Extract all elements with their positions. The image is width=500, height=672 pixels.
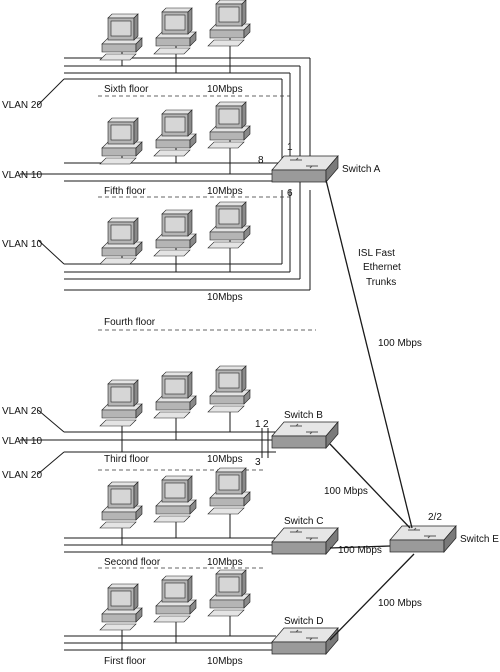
vlan-label-third-top: VLAN 20 [2,406,42,417]
pc-4-2 [153,209,197,257]
switch-a-icon [271,155,339,183]
switch-d-icon [271,627,339,655]
pc-5-1 [99,117,143,165]
vlan-label-upper4: VLAN 10 [2,239,42,250]
speed-label-third: 10Mbps [207,454,243,465]
speed-label-upper4: 10Mbps [207,292,243,303]
trunk-links [325,179,415,641]
vlan-label-third-mid: VLAN 10 [2,436,42,447]
vlan-label-third-bottom: VLAN 20 [2,470,42,481]
port-a-6: 6 [287,188,293,199]
floor-label-second: Second floor [104,557,161,568]
pc-3-1 [99,379,143,427]
speed-label-d-e: 100 Mbps [378,598,422,609]
port-b-2: 2 [263,419,269,430]
switch-b-label: Switch B [284,410,323,421]
speed-label-second: 10Mbps [207,557,243,568]
lower-block-wiring [20,408,276,651]
speed-label-b-e: 100 Mbps [324,486,368,497]
switch-d-label: Switch D [284,616,323,627]
switch-a-label: Switch A [342,164,381,175]
pc-2-1 [99,481,143,529]
port-b-3: 3 [255,457,261,468]
pc-2-2 [153,475,197,523]
speed-label-a-e: 100 Mbps [378,338,422,349]
switch-e-label: Switch E [460,534,499,545]
switch-c-icon [271,527,339,555]
port-e-2-2: 2/2 [428,512,442,523]
pc-6-2 [153,7,197,55]
speed-label-first: 10Mbps [207,656,243,667]
vlan-label-sixth: VLAN 20 [2,100,42,111]
switch-c-label: Switch C [284,516,323,527]
pc-4-3 [207,201,251,249]
pc-2-3 [207,467,251,515]
pc-1-2 [153,575,197,623]
floor-label-sixth: Sixth floor [104,84,149,95]
pc-3-3 [207,365,251,413]
speed-label-c-e: 100 Mbps [338,545,382,556]
trunk-label-line-2: Ethernet [363,262,401,273]
floor-label-fifth: Fifth floor [104,186,146,197]
speed-label-sixth: 10Mbps [207,84,243,95]
port-a-1: 1 [287,142,293,153]
vlan-label-fifth: VLAN 10 [2,170,42,181]
port-b-1: 1 [255,419,261,430]
floor-label-first: First floor [104,656,146,667]
switch-e-icon [389,525,457,553]
port-a-8: 8 [258,155,264,166]
pc-1-1 [99,583,143,631]
pc-4-1 [99,217,143,265]
pc-1-3 [207,569,251,617]
pc-6-1 [99,13,143,61]
pc-3-2 [153,371,197,419]
trunk-label-line-3: Trunks [366,277,396,288]
pc-5-3 [207,101,251,149]
speed-label-fifth: 10Mbps [207,186,243,197]
trunk-label-line-1: ISL Fast [358,248,395,259]
pc-6-3 [207,0,251,47]
floor-label-fourth: Fourth floor [104,317,156,328]
pc-5-2 [153,109,197,157]
switch-b-icon [271,421,339,449]
floor-label-third: Third floor [104,454,150,465]
